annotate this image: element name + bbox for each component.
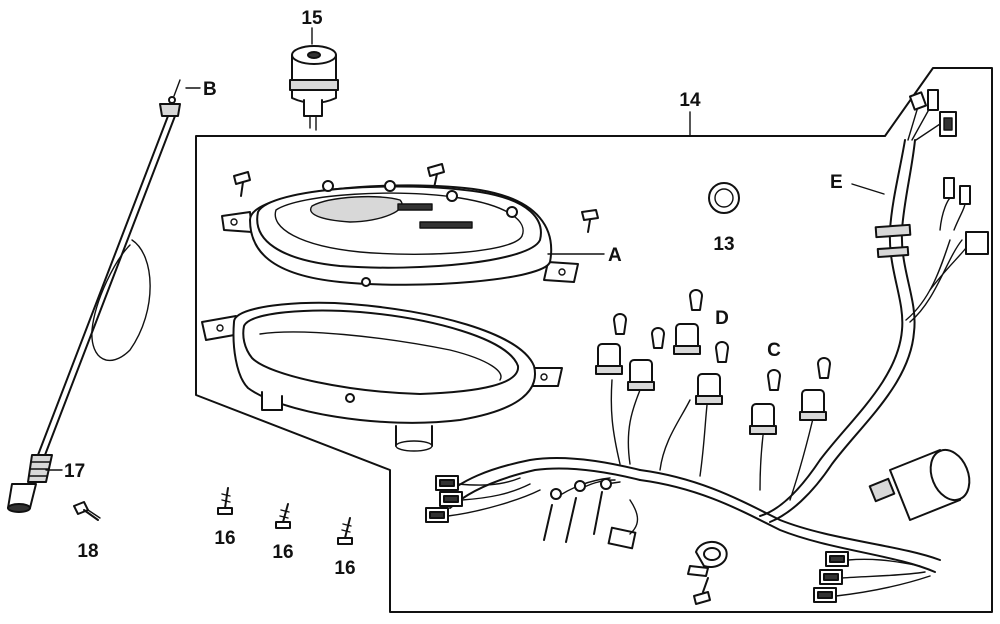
bulb-socket-5 — [749, 403, 777, 435]
harness-connectors-left — [425, 475, 541, 523]
wire-harness[interactable] — [425, 89, 989, 603]
meter-screw-center — [427, 163, 445, 189]
meter-lower-case[interactable] — [201, 301, 563, 452]
harness-connectors-bottom-right — [813, 551, 931, 603]
assembly-boundary-14 — [195, 67, 993, 613]
label-17: 17 — [64, 461, 85, 482]
bulb-D — [715, 341, 729, 363]
meter-upper-housing[interactable] — [221, 180, 579, 287]
speedometer-cable-part-17[interactable] — [7, 79, 181, 513]
bulb-1 — [613, 313, 627, 335]
bulb-socket-4 — [695, 373, 723, 405]
bulb-socket-1 — [595, 343, 623, 375]
label-16-a: 16 — [214, 528, 235, 549]
label-16-b: 16 — [272, 542, 293, 563]
label-B: B — [203, 79, 217, 100]
screw-part-16-b[interactable] — [275, 503, 291, 529]
harness-clamp — [687, 541, 728, 577]
clamp-screw — [693, 577, 711, 605]
label-15: 15 — [301, 8, 323, 29]
grommet-part-13[interactable] — [708, 182, 740, 214]
label-14: 14 — [679, 90, 701, 111]
label-13: 13 — [713, 234, 734, 255]
ignition-switch-part-15[interactable] — [289, 27, 339, 131]
label-D: D — [715, 308, 729, 329]
meter-screw-right — [581, 209, 599, 233]
label-A: A — [608, 245, 622, 266]
bulb-3 — [689, 289, 703, 311]
leader-E — [851, 183, 885, 195]
screw-part-16-c[interactable] — [337, 517, 353, 545]
bulb-socket-6 — [799, 389, 827, 421]
label-C: C — [767, 340, 781, 361]
label-E: E — [830, 172, 843, 193]
label-18: 18 — [77, 541, 98, 562]
bulb-socket-2 — [627, 359, 655, 391]
harness-cylinder-component — [868, 448, 971, 521]
bulb-socket-3 — [673, 323, 701, 355]
screw-part-16-a[interactable] — [217, 487, 233, 515]
harness-terminals — [543, 477, 639, 550]
bulb-6 — [817, 357, 831, 379]
screw-part-18[interactable] — [73, 501, 101, 521]
label-16-c: 16 — [334, 558, 355, 579]
meter-screw-left — [233, 171, 251, 197]
bulb-C — [767, 369, 781, 391]
bulb-2 — [651, 327, 665, 349]
